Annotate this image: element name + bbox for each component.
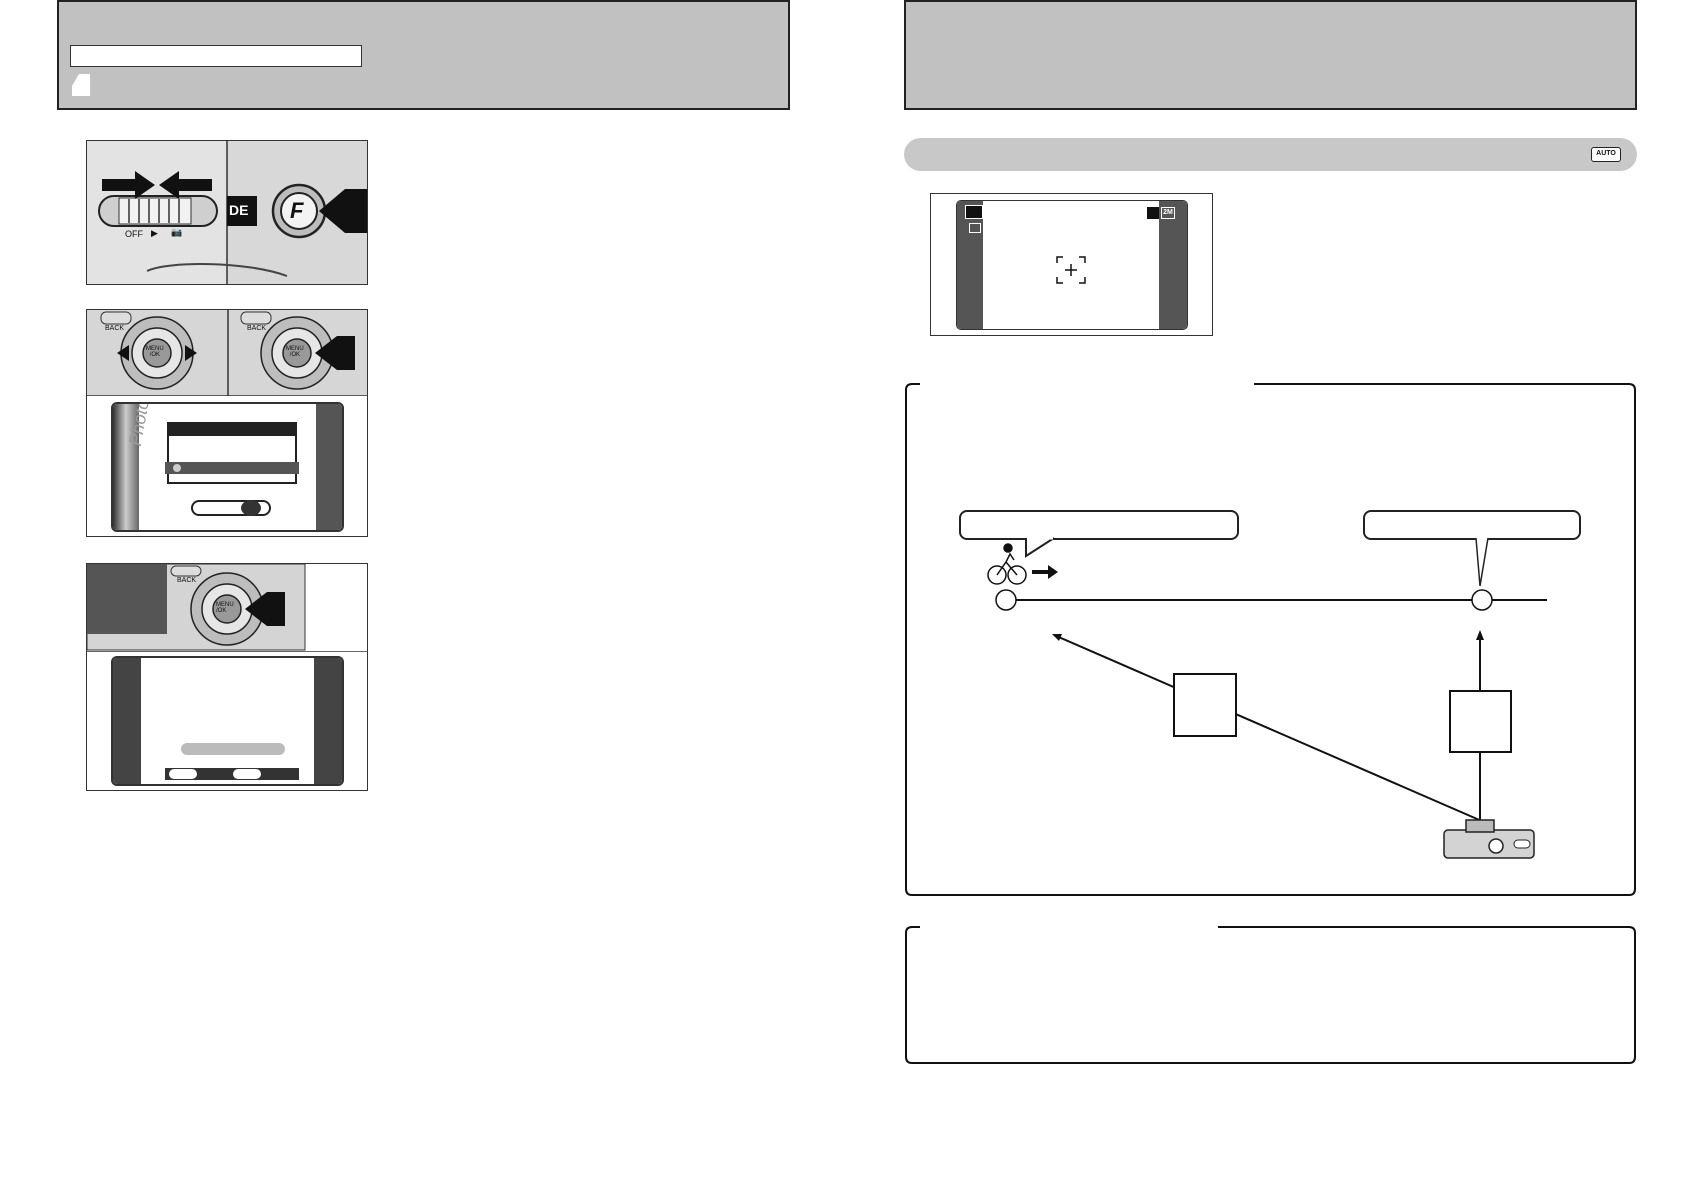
step3-lcd-screen [111,656,344,786]
step2-camera-photo: BACK BACK MENU /OK MENU /OK Photomode [86,309,368,537]
continuous-shot-icon [969,223,981,233]
left-page-header [57,0,790,110]
back-label-left: BACK [105,325,125,332]
menu-highlight-row [165,462,299,474]
mode-indicator-icon [965,205,983,219]
back-label-step3: BACK [177,577,197,584]
page-corner-icon [72,74,90,96]
lcd-preview-frame: 2M [930,193,1213,336]
size-badge: 2M [1161,207,1175,219]
step2-lcd-screen: Photomode [111,402,344,532]
back-label-right: BACK [247,325,267,332]
switch-camera-label: 📷 [171,227,183,237]
header-title-field [70,45,362,67]
menu-panel [165,422,299,484]
mode-bar: AUTO [904,138,1637,171]
switch-off-label: OFF [125,229,143,239]
camera-icon [1443,819,1535,859]
dialog-button-left[interactable] [169,769,197,779]
dialog-bar [181,743,285,755]
dialog-button-right[interactable] [233,769,261,779]
side-mode-label: DE [229,202,249,218]
step3-camera-photo: BACK MENU /OK [86,563,368,791]
menu-toggle-pill [191,500,271,516]
note-box [904,925,1637,1065]
menu-ok-label-right: MENU /OK [286,346,304,358]
dialog-button-row [165,768,299,780]
lcd-watermark: Photomode [125,404,162,448]
right-page-header [904,0,1637,110]
quality-icon [1147,207,1159,219]
af-frame-icon [1056,256,1086,284]
menu-ok-label-left: MENU /OK [146,346,164,358]
f-button-label: F [290,198,304,223]
menu-ok-label-step3: MENU /OK [216,602,234,614]
switch-play-label: ▶ [151,228,158,238]
cyclist-icon [987,543,1027,585]
lcd-preview-screen: 2M [956,200,1188,330]
auto-mode-icon: AUTO [1591,147,1621,162]
focus-diagram-box [904,382,1637,897]
step1-camera-photo: OFF ▶ 📷 DE F [86,140,368,285]
